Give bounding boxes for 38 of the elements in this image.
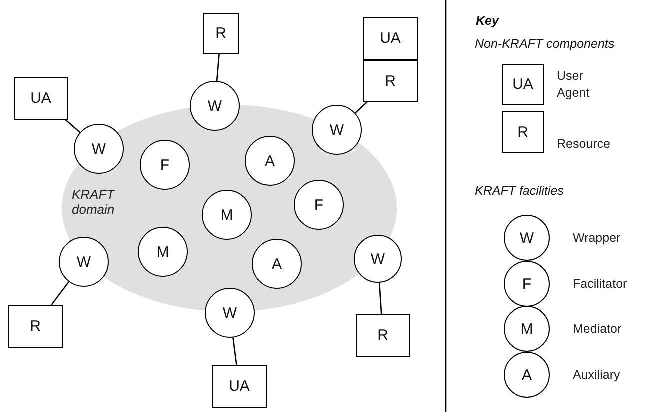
legend-text: Mediator (573, 321, 623, 338)
facility-circle: A (245, 136, 295, 186)
symbol-letter: A (522, 366, 532, 384)
connector-line (232, 338, 238, 366)
legend-text: Wrapper (573, 230, 622, 247)
component-box: UA (14, 77, 68, 120)
symbol-letter: W (520, 230, 534, 246)
connector-line (355, 102, 368, 114)
legend-text: Auxiliary (573, 367, 622, 384)
facility-circle: M (138, 227, 188, 277)
facility-circle: F (140, 140, 190, 190)
symbol-letter: UA (512, 76, 534, 93)
key-subheading: Non-KRAFT components (475, 37, 615, 51)
key-subheading: KRAFT facilities (475, 184, 564, 198)
facility-circle: M (202, 190, 252, 240)
facility-circle: W (354, 235, 402, 283)
facility-circle: W (190, 81, 240, 131)
symbol-letter: F (522, 276, 532, 292)
legend-text: Resource (557, 136, 612, 153)
symbol-letter: R (518, 124, 528, 140)
symbol-letter: M (520, 320, 534, 338)
legend-text: User Agent (557, 68, 591, 102)
component-box: R (356, 314, 410, 357)
component-box: R (8, 305, 63, 348)
facility-circle: F (294, 180, 344, 230)
legend-text: Facilitator (573, 276, 628, 293)
connector-line (51, 282, 70, 306)
domain-label: KRAFT domain (72, 187, 116, 217)
key-heading: Key (476, 14, 499, 28)
facility-circle: A (252, 239, 302, 289)
connector-line (65, 120, 81, 134)
connector-line (378, 282, 382, 314)
component-box: R (203, 13, 239, 54)
component-box: UA (363, 17, 418, 60)
facility-circle: W (205, 288, 255, 338)
component-box: UA (212, 365, 267, 408)
component-box: R (363, 60, 418, 102)
connector-line (216, 54, 220, 82)
